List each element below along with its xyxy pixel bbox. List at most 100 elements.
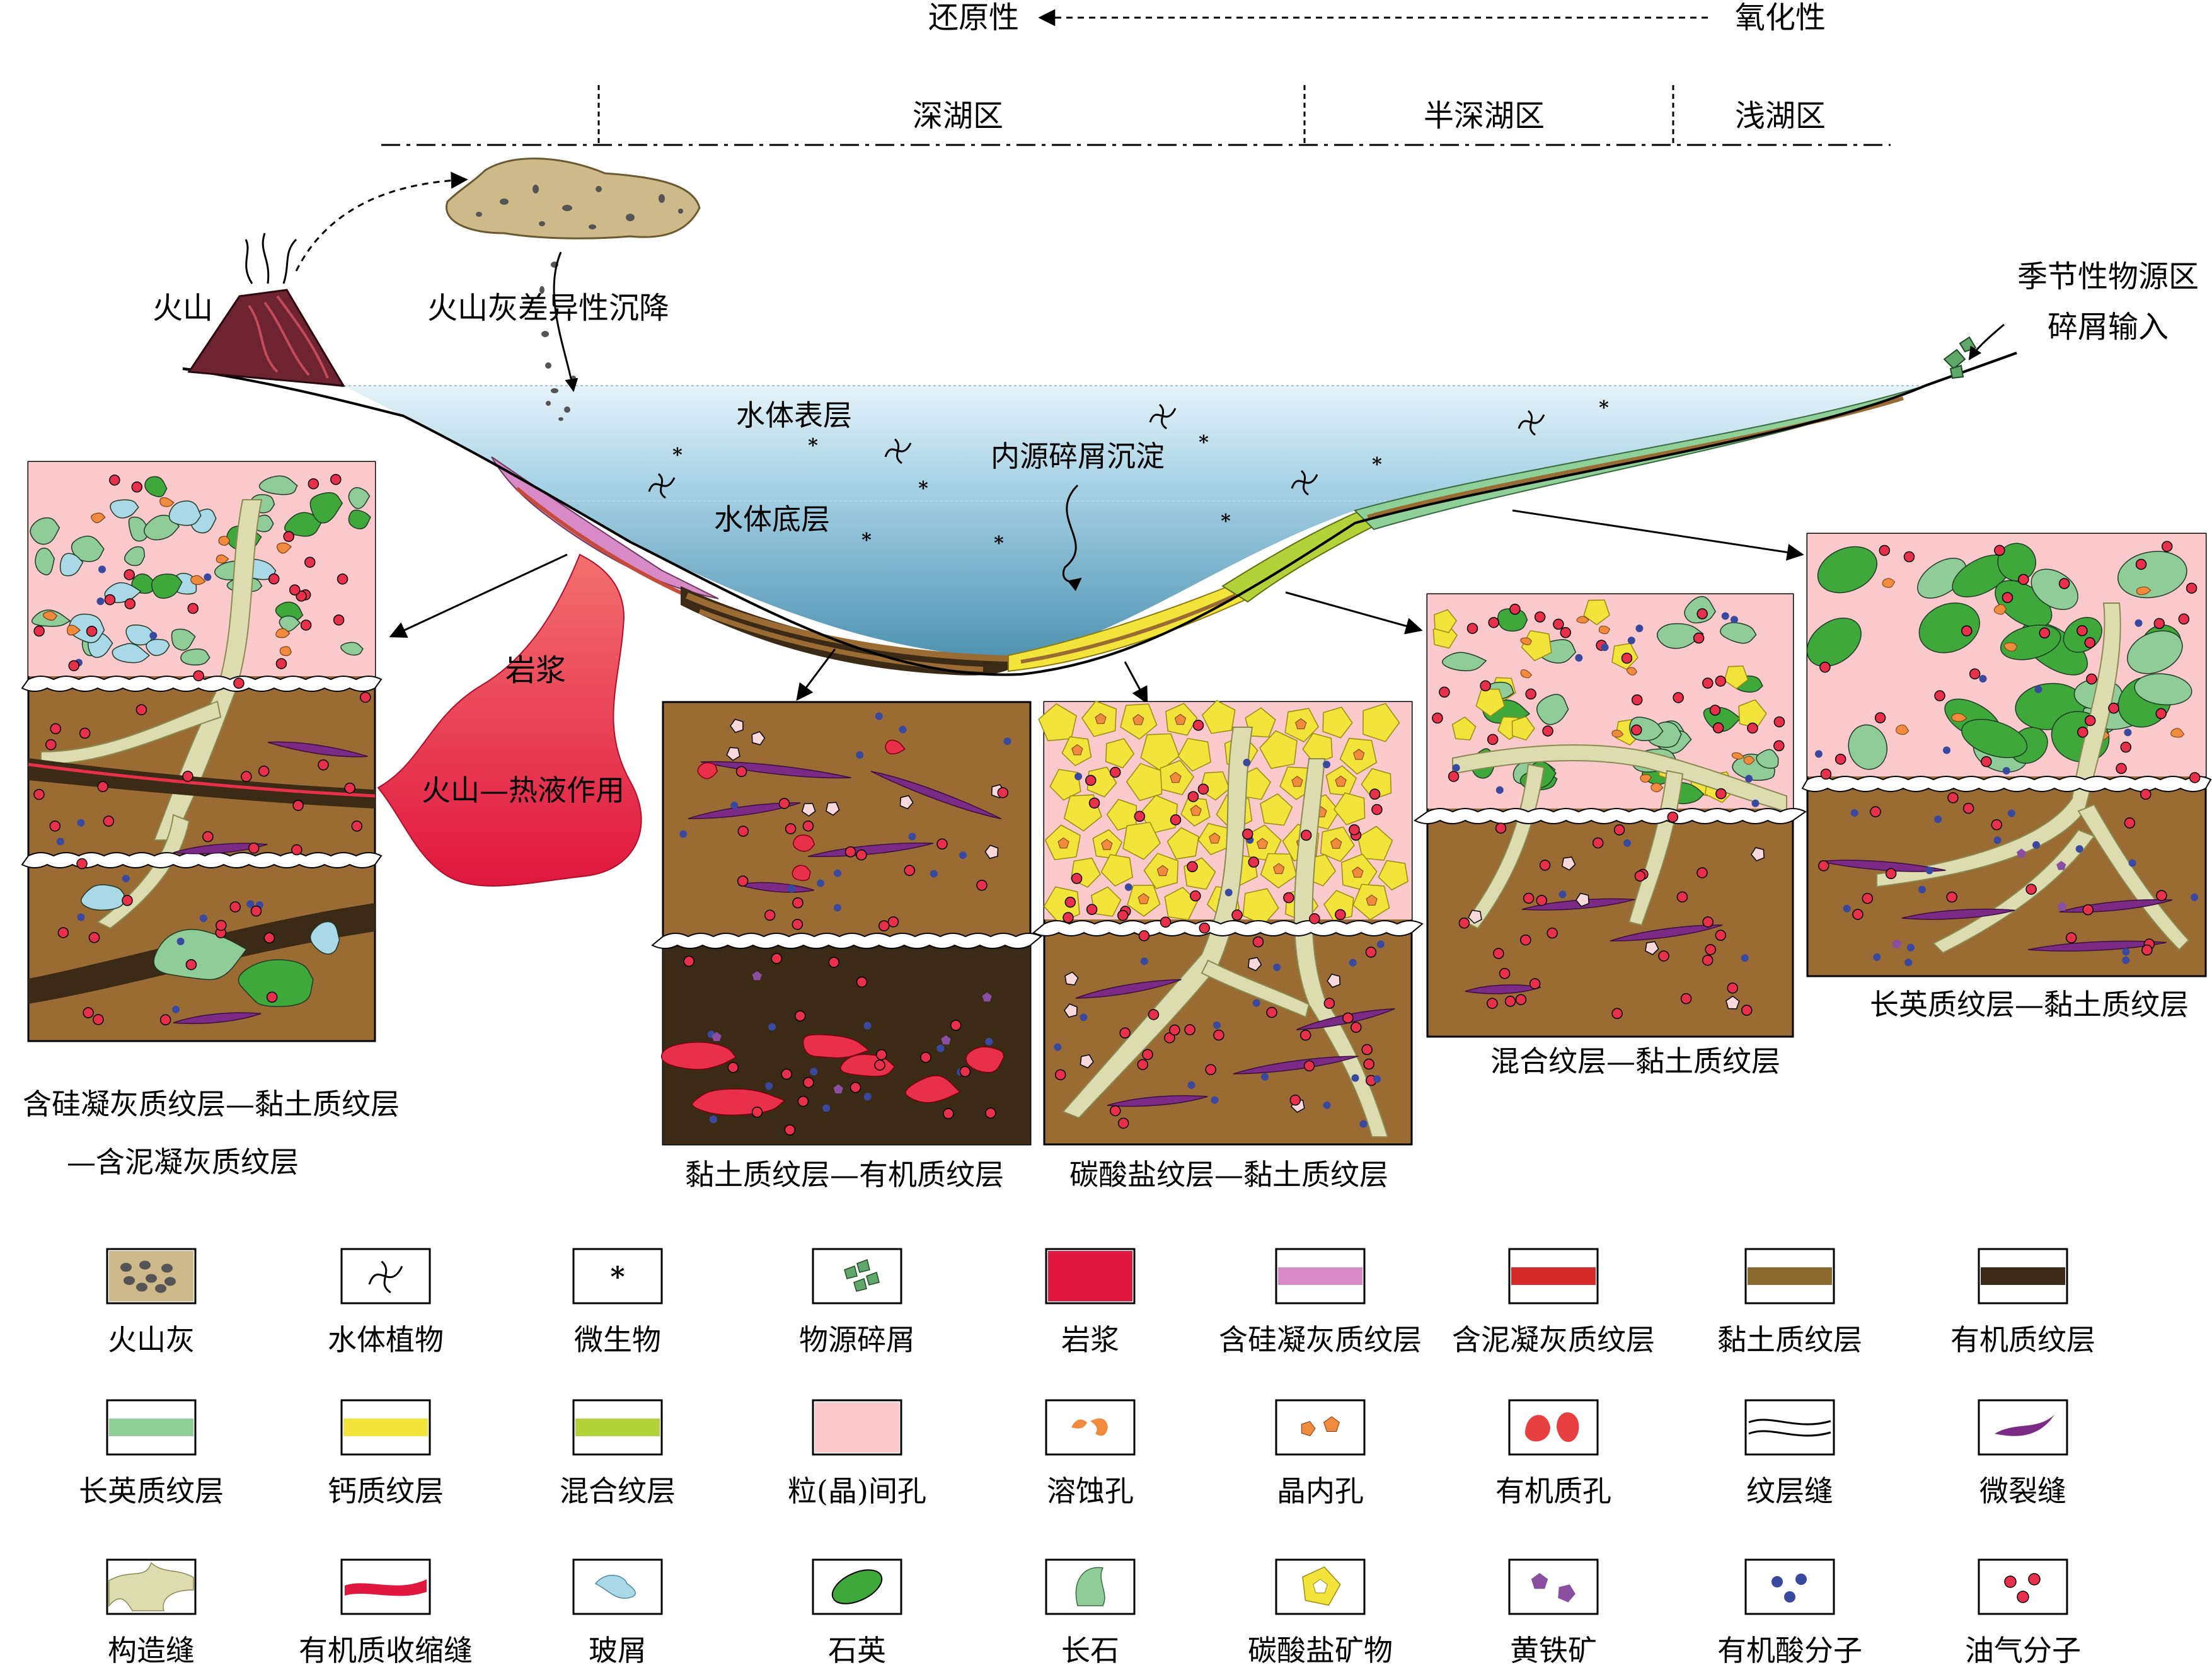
organic-acid-molecule: [899, 725, 907, 734]
dissolution-pore: [159, 497, 175, 507]
hydrocarbon-molecule: [202, 831, 214, 843]
hydrocarbon-molecule: [1487, 998, 1498, 1009]
carbonate-mineral: [1166, 827, 1199, 860]
pyrite: [2056, 861, 2066, 870]
hydrocarbon-molecule: [79, 727, 91, 739]
hydrocarbon-molecule: [1712, 722, 1724, 734]
organic-acid-molecule: [1080, 1013, 1088, 1022]
hydrocarbon-molecule: [344, 782, 355, 794]
intracrystalline-pore: [1156, 865, 1168, 877]
hydrocarbon-molecule: [1773, 740, 1785, 752]
mineral-grain: [144, 476, 168, 497]
hydrocarbon-molecule: [333, 614, 345, 626]
hydrocarbon-molecule: [778, 798, 790, 809]
legend-item-microfracture: 微裂缝: [1978, 1399, 2068, 1508]
legend-box: [572, 1248, 663, 1304]
dissolution-pore: [2003, 642, 2018, 652]
hydrocarbon-molecule: [1560, 627, 1572, 638]
organic-acid-molecule: [1140, 957, 1148, 965]
lake-basin: [182, 352, 2017, 676]
mineral-grain: [2117, 551, 2187, 599]
hydrocarbon-molecule: [1862, 892, 1874, 904]
zone-semi-deep: 半深湖区: [1424, 98, 1545, 134]
svg-text:*: *: [610, 1261, 625, 1293]
hydrocarbon-molecule: [248, 842, 260, 854]
mineral-grain: [35, 548, 55, 575]
arrow-to-panel-2: [796, 648, 836, 701]
dissolution-pore: [1951, 713, 1967, 722]
organic-acid-molecule: [856, 751, 864, 759]
glass-shard-icon: [594, 1575, 636, 1599]
hydrocarbon-molecule: [1054, 1069, 1066, 1081]
hydrocarbon-molecule: [1715, 676, 1727, 687]
intracrystalline-pore: [726, 747, 740, 761]
hydrocarbon-molecule: [1110, 1105, 1121, 1117]
hydrocarbon-molecule: [124, 598, 136, 609]
hydrocarbon-molecule: [193, 670, 204, 682]
dissolution-pore: [1993, 604, 2007, 615]
carbonate-mineral: [1260, 793, 1293, 826]
hydrocarbon-molecule: [2124, 817, 2136, 829]
hydrocarbon-molecule: [1142, 1049, 1153, 1061]
pyrite: [982, 992, 992, 1002]
mineral-grain: [2127, 630, 2183, 674]
hydrocarbon-molecule: [976, 880, 988, 891]
legend-label: 晶内孔: [1277, 1474, 1364, 1508]
structural-fracture: [1201, 959, 1310, 1018]
organic-acid-molecule: [1124, 883, 1132, 891]
hydrocarbon-icon: [2004, 1573, 2041, 1603]
hydrocarbon-molecule: [318, 759, 329, 771]
hydrocarbon-molecule: [797, 1095, 809, 1107]
hydrocarbon-molecule: [2025, 884, 2037, 895]
dissolution-pore-icon: [1071, 1418, 1108, 1436]
hydrocarbon-molecule: [1071, 873, 1083, 884]
organic-acid-molecule: [199, 914, 207, 923]
hydrocarbon-molecule: [1109, 766, 1121, 778]
lamina-fracture: [651, 933, 1042, 949]
hydrocarbon-molecule: [1303, 1060, 1315, 1072]
legend-item-carbonate-mineral: 碳酸盐矿物: [1248, 1558, 1393, 1667]
dissolution-pore: [1896, 724, 1910, 735]
organic-acid-molecule: [709, 1115, 717, 1124]
hydrocarbon-molecule: [2002, 592, 2013, 603]
legend-item-organic-pore: 有机质孔: [1495, 1399, 1611, 1508]
clay-band: [1020, 594, 1236, 664]
hydrocarbon-molecule: [1525, 688, 1536, 700]
hydrocarbon-molecule: [1852, 909, 1863, 920]
hydrocarbon-molecule: [764, 909, 776, 921]
hydrocarbon-molecule: [1448, 771, 1460, 782]
organic-acid-icon: [1771, 1574, 1807, 1603]
hydrocarbon-molecule: [784, 1124, 796, 1136]
hydrocarbon-molecule: [781, 1068, 792, 1080]
carbonate-mineral: [1201, 700, 1236, 734]
legend-item-lamina-fracture: 纹层缝: [1744, 1399, 1835, 1508]
microfracture: [2027, 940, 2167, 952]
hydrocarbon-molecule: [1148, 1009, 1160, 1020]
hydrocarbon-molecule: [2189, 772, 2201, 783]
hydrocarbon-molecule: [2186, 582, 2198, 594]
hydrocarbon-molecule: [904, 865, 916, 876]
legend-item-clay-layer: 黏土质纹层: [1717, 1248, 1862, 1357]
hydrocarbon-molecule: [104, 594, 116, 606]
carbonate-mineral: [1106, 798, 1138, 831]
dissolution-pore: [1576, 616, 1589, 624]
hydrocarbon-molecule: [268, 573, 280, 585]
lamina-fracture: [21, 676, 383, 692]
mineral-grain: [1817, 546, 1877, 594]
hydrocarbon-molecule: [1184, 1024, 1195, 1035]
organic-pore-icon: [1525, 1412, 1579, 1443]
panel-1-caption-line-1: 含硅凝灰质纹层—黏土质纹层: [23, 1087, 400, 1121]
intracrystalline-pore: [826, 802, 840, 816]
legend-label: 物源碎屑: [799, 1323, 915, 1357]
hydrocarbon-molecule: [2156, 890, 2167, 901]
mineral-grain: [1720, 622, 1757, 644]
aquatic-plant-icon: [1518, 410, 1545, 436]
legend-item-muddy-tuff-layer: 含泥凝灰质纹层: [1452, 1248, 1655, 1357]
hydrocarbon-molecule: [131, 481, 143, 493]
seasonal-source: 季节性物源区 碎屑输入: [1925, 259, 2199, 387]
microfracture: [1901, 908, 2015, 920]
hydrocarbon-molecule: [1086, 904, 1098, 915]
legend-label: 混合纹层: [560, 1474, 676, 1508]
hydrocarbon-molecule: [1534, 611, 1546, 623]
hydrocarbon-molecule: [83, 1007, 94, 1018]
